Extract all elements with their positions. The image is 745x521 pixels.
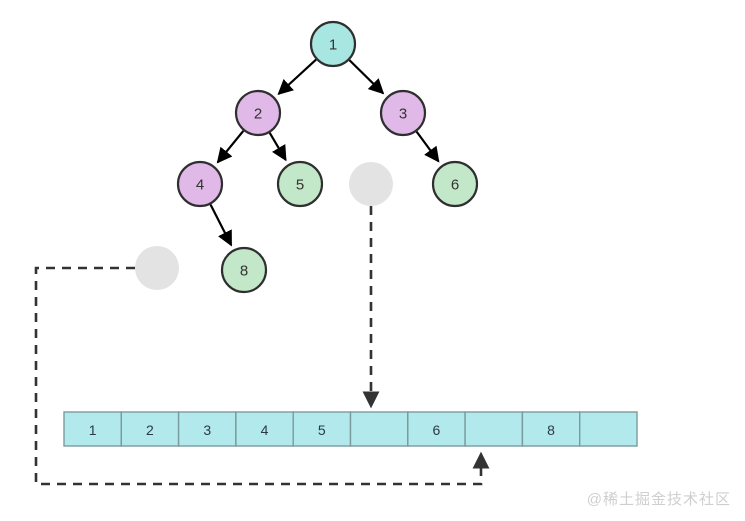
tree-node-circle-n4 [176, 160, 224, 208]
array-cell-4[interactable]: 5 [292, 411, 352, 447]
tree-node-label-n8: 8 [240, 263, 248, 280]
tree-edge-e-2-5 [268, 132, 287, 162]
array-cell-5[interactable] [349, 411, 409, 447]
tree-node-circle-ghost-left [135, 246, 179, 290]
tree-node-label-n4: 4 [196, 177, 204, 194]
tree-node-n3[interactable]: 3 [379, 89, 427, 137]
array-cell-0[interactable]: 1 [63, 411, 122, 447]
tree-edge-e-2-4 [216, 130, 245, 164]
array-cell-9[interactable] [579, 411, 638, 447]
tree-node-n8[interactable]: 8 [220, 246, 268, 294]
tree-edge-e-4-8 [209, 204, 233, 247]
tree-edge-e-1-3 [348, 59, 385, 95]
tree-node-n6[interactable]: 6 [431, 160, 479, 208]
array-cell-6[interactable]: 6 [407, 411, 466, 447]
tree-node-circle-n8 [220, 246, 268, 294]
tree-node-circle-n1 [309, 20, 357, 68]
array-cell-7[interactable] [464, 411, 524, 447]
array-cell-1[interactable]: 2 [120, 411, 180, 447]
dashed-connectors [34, 206, 490, 486]
tree-node-n1[interactable]: 1 [309, 20, 357, 68]
tree-node-ghost-left[interactable] [135, 246, 179, 290]
array-cell-box-5 [349, 411, 409, 447]
tree-node-circle-ghost-mid [349, 162, 393, 206]
array-cell-box-7 [464, 411, 524, 447]
tree-node-n4[interactable]: 4 [176, 160, 224, 208]
tree-edges [209, 58, 440, 247]
tree-node-label-n5: 5 [296, 177, 304, 194]
tree-node-circle-n3 [379, 89, 427, 137]
tree-nodes: 1 2 3 4 5 6 8 [135, 20, 479, 294]
array-cell-label-2: 3 [203, 422, 211, 438]
tree-node-circle-n2 [234, 89, 282, 137]
watermark: @稀土掘金技术社区 [586, 491, 731, 508]
array-cell-label-6: 6 [433, 422, 441, 438]
array-cell-8[interactable]: 8 [521, 411, 581, 447]
tree-node-label-n1: 1 [329, 37, 337, 54]
tree-node-n5[interactable]: 5 [276, 160, 324, 208]
array-cell-label-1: 2 [146, 422, 154, 438]
array-cell-box-6 [407, 411, 466, 447]
array-cell-label-4: 5 [318, 422, 326, 438]
array-cell-2[interactable]: 3 [177, 411, 237, 447]
tree-node-circle-n6 [431, 160, 479, 208]
array-cell-3[interactable]: 4 [235, 411, 294, 447]
tree-node-circle-n5 [276, 160, 324, 208]
array-cell-label-0: 1 [89, 422, 97, 438]
array-cell-label-3: 4 [261, 422, 269, 438]
tree-edge-e-3-6 [415, 130, 440, 163]
array-cell-box-4 [292, 411, 352, 447]
tree-edge-e-1-2 [277, 58, 317, 96]
array-cell-box-1 [120, 411, 180, 447]
array-cell-box-9 [579, 411, 638, 447]
tree-node-label-n3: 3 [399, 106, 407, 123]
tree-node-n2[interactable]: 2 [234, 89, 282, 137]
tree-node-label-n6: 6 [451, 177, 459, 194]
array-cell-box-8 [521, 411, 581, 447]
array-cells: 1 2 3 4 5 6 8 [63, 411, 638, 447]
tree-node-label-n2: 2 [254, 106, 262, 123]
tree-node-ghost-mid[interactable] [349, 162, 393, 206]
connector-ghost-left-to-cell-7 [34, 266, 490, 486]
array-cell-label-8: 8 [547, 422, 555, 438]
